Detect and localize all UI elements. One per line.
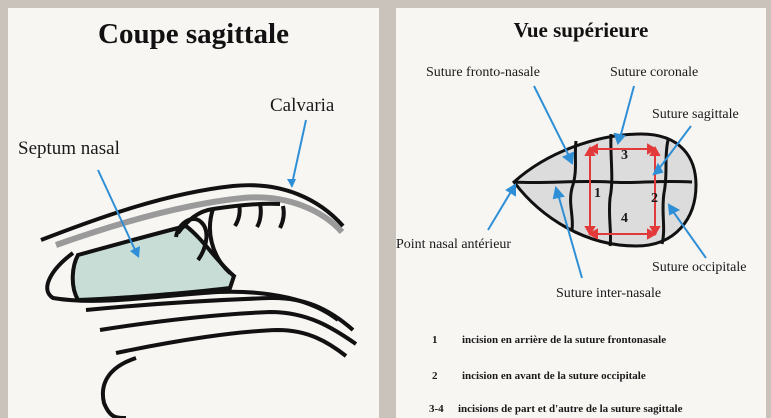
sagittal-section-panel: Coupe sagittale Calvaria Septum nasal [8,8,379,418]
legend-num: 2 [432,370,438,382]
suture-sagittale-line [514,181,692,182]
sagittal-diagram [8,8,379,418]
palate-line-3 [116,330,346,356]
region-number-2: 2 [651,191,658,207]
cranial-tooth-3 [280,206,284,228]
region-number-1: 1 [594,186,601,202]
superior-view-diagram [396,8,766,418]
legend-num: 1 [432,334,438,346]
calvaria-pointer-arrow [287,120,306,188]
legend-text: incision en avant de la suture occipital… [462,370,646,382]
superior-view-panel: Vue supérieure Suture fronto-nasale Sutu… [396,8,766,418]
cranial-tooth-2 [257,204,261,227]
jaw-outline [103,358,136,418]
suture-coronale-line [609,134,611,246]
skull-top-outline [514,134,696,246]
legend-text: incisions de part et d'autre de la sutur… [458,403,682,415]
legend-num: 3-4 [429,403,444,415]
region-number-4: 4 [621,211,628,227]
legend-text: incision en arrière de la suture fronton… [462,334,666,346]
region-number-3: 3 [621,148,628,164]
